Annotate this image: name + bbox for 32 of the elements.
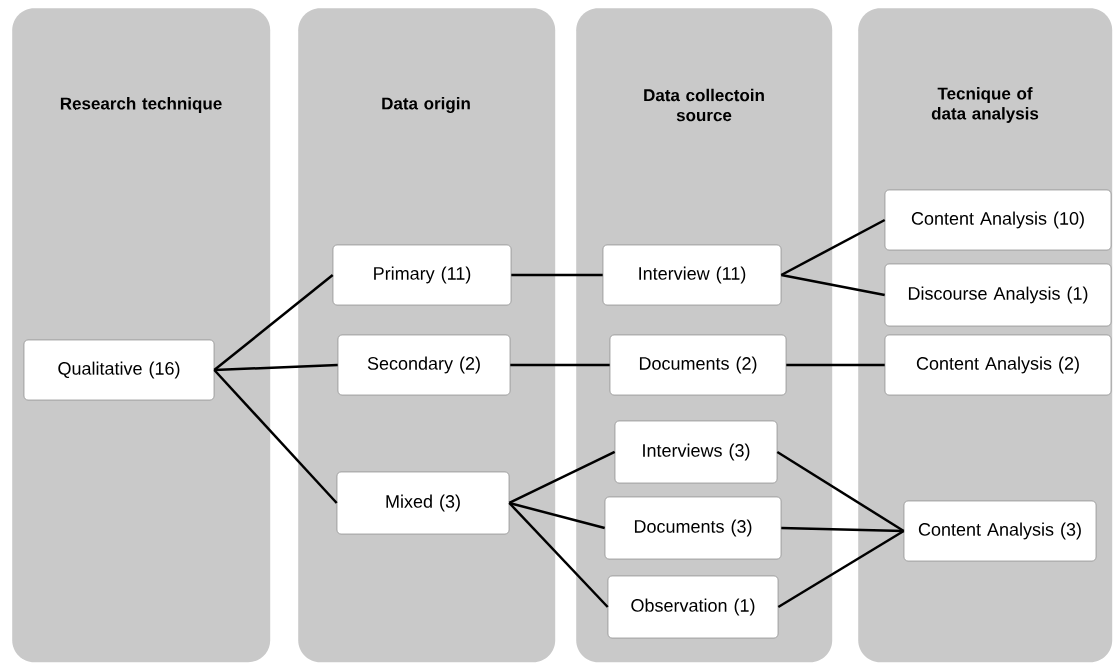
connector-line xyxy=(781,526,904,533)
column-band xyxy=(12,8,271,663)
process-box: Discourse Analysis (1) xyxy=(884,263,1112,327)
process-box: Content Analysis (3) xyxy=(903,500,1097,562)
process-box: Documents (3) xyxy=(604,496,782,560)
connector-line xyxy=(214,363,338,372)
process-box: Interview (11) xyxy=(602,244,782,306)
process-box: Observation (1) xyxy=(607,575,779,639)
connector-line xyxy=(776,450,905,533)
connector-line xyxy=(508,502,609,608)
connector-line xyxy=(509,501,606,530)
connector-line xyxy=(777,529,905,609)
connector-line xyxy=(213,369,338,504)
process-box: Primary (11) xyxy=(332,244,512,306)
column-heading: Data collectoin source xyxy=(644,88,764,122)
process-box: Content Analysis (2) xyxy=(884,334,1112,396)
connector-line xyxy=(780,218,886,277)
process-box: Mixed (3) xyxy=(336,471,510,535)
process-box: Qualitative (16) xyxy=(23,339,215,401)
connector-line xyxy=(781,273,885,297)
process-box: Interviews (3) xyxy=(614,420,778,484)
column-heading: Tecnique of data analysis xyxy=(931,87,1039,123)
process-box: Documents (2) xyxy=(609,334,787,396)
connector-line xyxy=(786,363,885,367)
connector-line xyxy=(510,363,610,367)
connector-line xyxy=(511,273,603,277)
connector-line xyxy=(508,450,616,505)
column-heading: Data origin xyxy=(382,97,470,113)
column-heading: Research technique xyxy=(60,97,222,113)
process-box: Content Analysis (10) xyxy=(884,189,1112,251)
process-box: Secondary (2) xyxy=(337,334,511,396)
connector-line xyxy=(213,274,334,371)
